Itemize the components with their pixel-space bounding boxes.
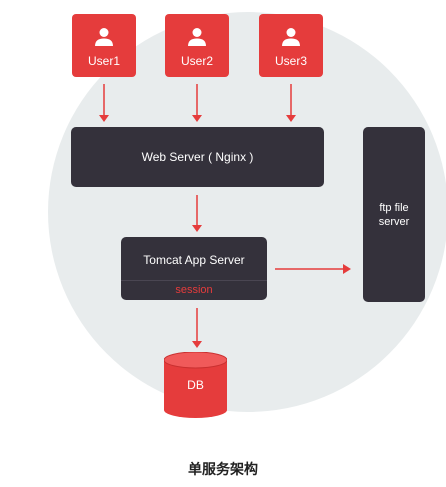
app-server-label: Tomcat App Server [143,253,245,267]
diagram-caption: 单服务架构 [188,462,258,478]
user-icon [95,28,113,46]
web-server-label: Web Server ( Nginx ) [141,150,254,164]
user-node-1: User1 [72,14,136,77]
user-icon [282,28,300,46]
session-label: session [121,280,267,301]
database-label: DB [187,378,204,392]
user-label: User1 [87,54,120,68]
arrowhead [286,115,296,122]
app-server-node: Tomcat App Server session [121,237,267,300]
user-label: User3 [274,54,307,68]
user-node-2: User2 [165,14,229,77]
arrowhead [343,264,351,274]
arrowhead [99,115,109,122]
ftp-server-node: ftp file server [363,127,425,302]
database-cylinder-icon [164,352,227,418]
arrowhead [192,341,202,348]
arrowhead [192,115,202,122]
ftp-server-label: ftp file server [378,201,410,228]
web-server-node: Web Server ( Nginx ) [71,127,324,187]
user-node-3: User3 [259,14,323,77]
user-label: User2 [180,54,213,68]
user-icon [188,28,206,46]
arrowhead [192,225,202,232]
